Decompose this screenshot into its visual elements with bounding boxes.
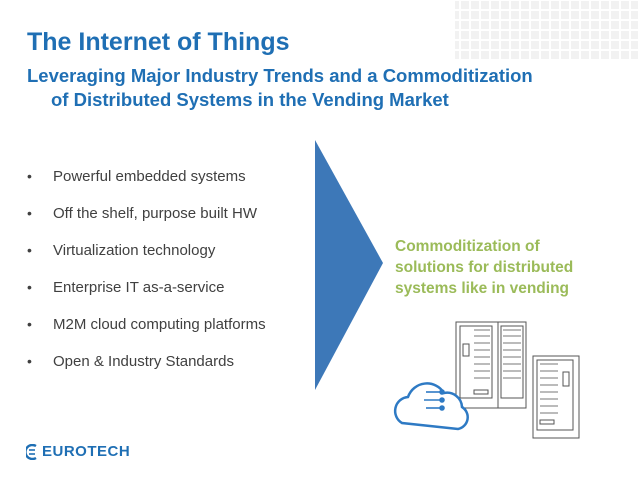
bullet-text: Open & Industry Standards (53, 353, 234, 370)
subtitle-line-1: Leveraging Major Industry Trends and a C… (27, 65, 533, 86)
bullet-item: • Open & Industry Standards (27, 343, 266, 380)
bullet-symbol: • (27, 316, 32, 332)
bullet-symbol: • (27, 205, 32, 221)
callout-line-3: systems like in vending (395, 280, 570, 297)
slide-title: The Internet of Things (27, 28, 290, 56)
bullet-symbol: • (27, 279, 32, 295)
eurotech-logo-icon (26, 443, 37, 460)
subtitle-line-2: of Distributed Systems in the Vending Ma… (51, 89, 449, 110)
bullet-item: • Powerful embedded systems (27, 158, 266, 195)
callout-line-1: Commoditization of (395, 238, 540, 255)
bullet-text: Off the shelf, purpose built HW (53, 205, 257, 222)
logo-text: EUROTECH (42, 443, 131, 460)
bullet-item: • Virtualization technology (27, 232, 266, 269)
bullet-text: Virtualization technology (53, 242, 216, 259)
eurotech-logo: EUROTECH (26, 443, 130, 460)
bullet-text: M2M cloud computing platforms (53, 316, 266, 333)
callout-text: Commoditization of solutions for distrib… (395, 236, 573, 299)
bullet-item: • M2M cloud computing platforms (27, 306, 266, 343)
bullet-text: Enterprise IT as-a-service (53, 279, 225, 296)
slide-subtitle: Leveraging Major Industry Trends and a C… (27, 64, 627, 112)
bullet-symbol: • (27, 168, 32, 184)
bullet-item: • Off the shelf, purpose built HW (27, 195, 266, 232)
bullet-item: • Enterprise IT as-a-service (27, 269, 266, 306)
bullet-list: • Powerful embedded systems • Off the shel… (27, 158, 266, 380)
bullet-symbol: • (27, 242, 32, 258)
bullet-symbol: • (27, 353, 32, 369)
callout-line-2: solutions for distributed (395, 259, 574, 276)
bullet-text: Powerful embedded systems (53, 168, 246, 185)
